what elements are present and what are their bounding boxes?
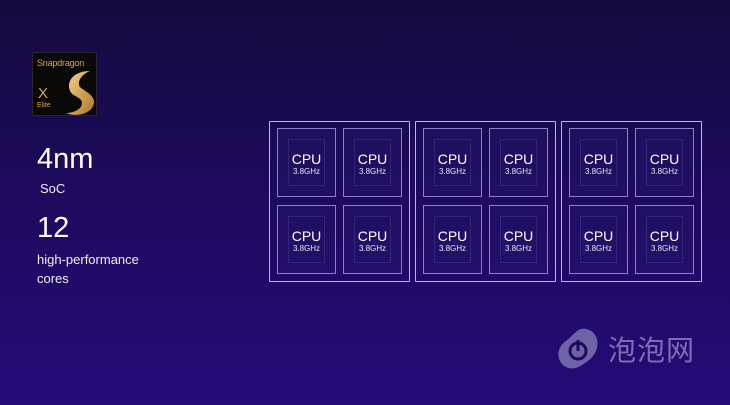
core-frequency: 3.8GHz [584, 244, 613, 253]
core-name: CPU [583, 228, 614, 244]
core-inner-outline [646, 216, 683, 263]
core-inner-outline [354, 139, 391, 186]
core-name: CPU [437, 151, 468, 167]
core-frequency: 3.8GHz [292, 167, 321, 176]
logo-model: X [38, 85, 49, 102]
core-inner-outline [434, 216, 471, 263]
core-name: CPU [437, 228, 468, 244]
core-name: CPU [291, 228, 322, 244]
core-frequency: 3.8GHz [358, 244, 387, 253]
core-frequency: 3.8GHz [438, 244, 467, 253]
snapdragon-x-elite-logo: Snapdragon X Elite [32, 52, 97, 116]
process-node-label: SoC [40, 181, 66, 196]
core-name: CPU [503, 228, 534, 244]
core-name: CPU [503, 151, 534, 167]
core-inner-outline [288, 139, 325, 186]
core-inner-outline [434, 139, 471, 186]
core-name: CPU [649, 228, 680, 244]
core-frequency: 3.8GHz [292, 244, 321, 253]
process-node-value: 4nm [37, 143, 94, 175]
core-count-value: 12 [37, 212, 70, 244]
power-bubble-icon [558, 328, 598, 369]
core-inner-outline [354, 216, 391, 263]
core-count-label: high-performance cores [37, 252, 139, 286]
snapdragon-flame-icon [66, 71, 95, 115]
watermark-text: 泡泡网 [608, 335, 696, 366]
core-inner-outline [500, 139, 537, 186]
core-frequency: 3.8GHz [650, 167, 679, 176]
core-inner-outline [646, 139, 683, 186]
core-inner-outline [288, 216, 325, 263]
core-name: CPU [357, 151, 388, 167]
core-name: CPU [357, 228, 388, 244]
core-name: CPU [583, 151, 614, 167]
core-name: CPU [649, 151, 680, 167]
core-name: CPU [291, 151, 322, 167]
logo-tier: Elite [37, 102, 51, 109]
logo-brand: Snapdragon [37, 58, 85, 68]
core-inner-outline [580, 139, 617, 186]
core-inner-outline [500, 216, 537, 263]
core-frequency: 3.8GHz [504, 244, 533, 253]
core-frequency: 3.8GHz [650, 244, 679, 253]
core-inner-outline [580, 216, 617, 263]
core-frequency: 3.8GHz [438, 167, 467, 176]
core-frequency: 3.8GHz [358, 167, 387, 176]
core-frequency: 3.8GHz [584, 167, 613, 176]
core-frequency: 3.8GHz [504, 167, 533, 176]
watermark: 泡泡网 [556, 327, 695, 371]
